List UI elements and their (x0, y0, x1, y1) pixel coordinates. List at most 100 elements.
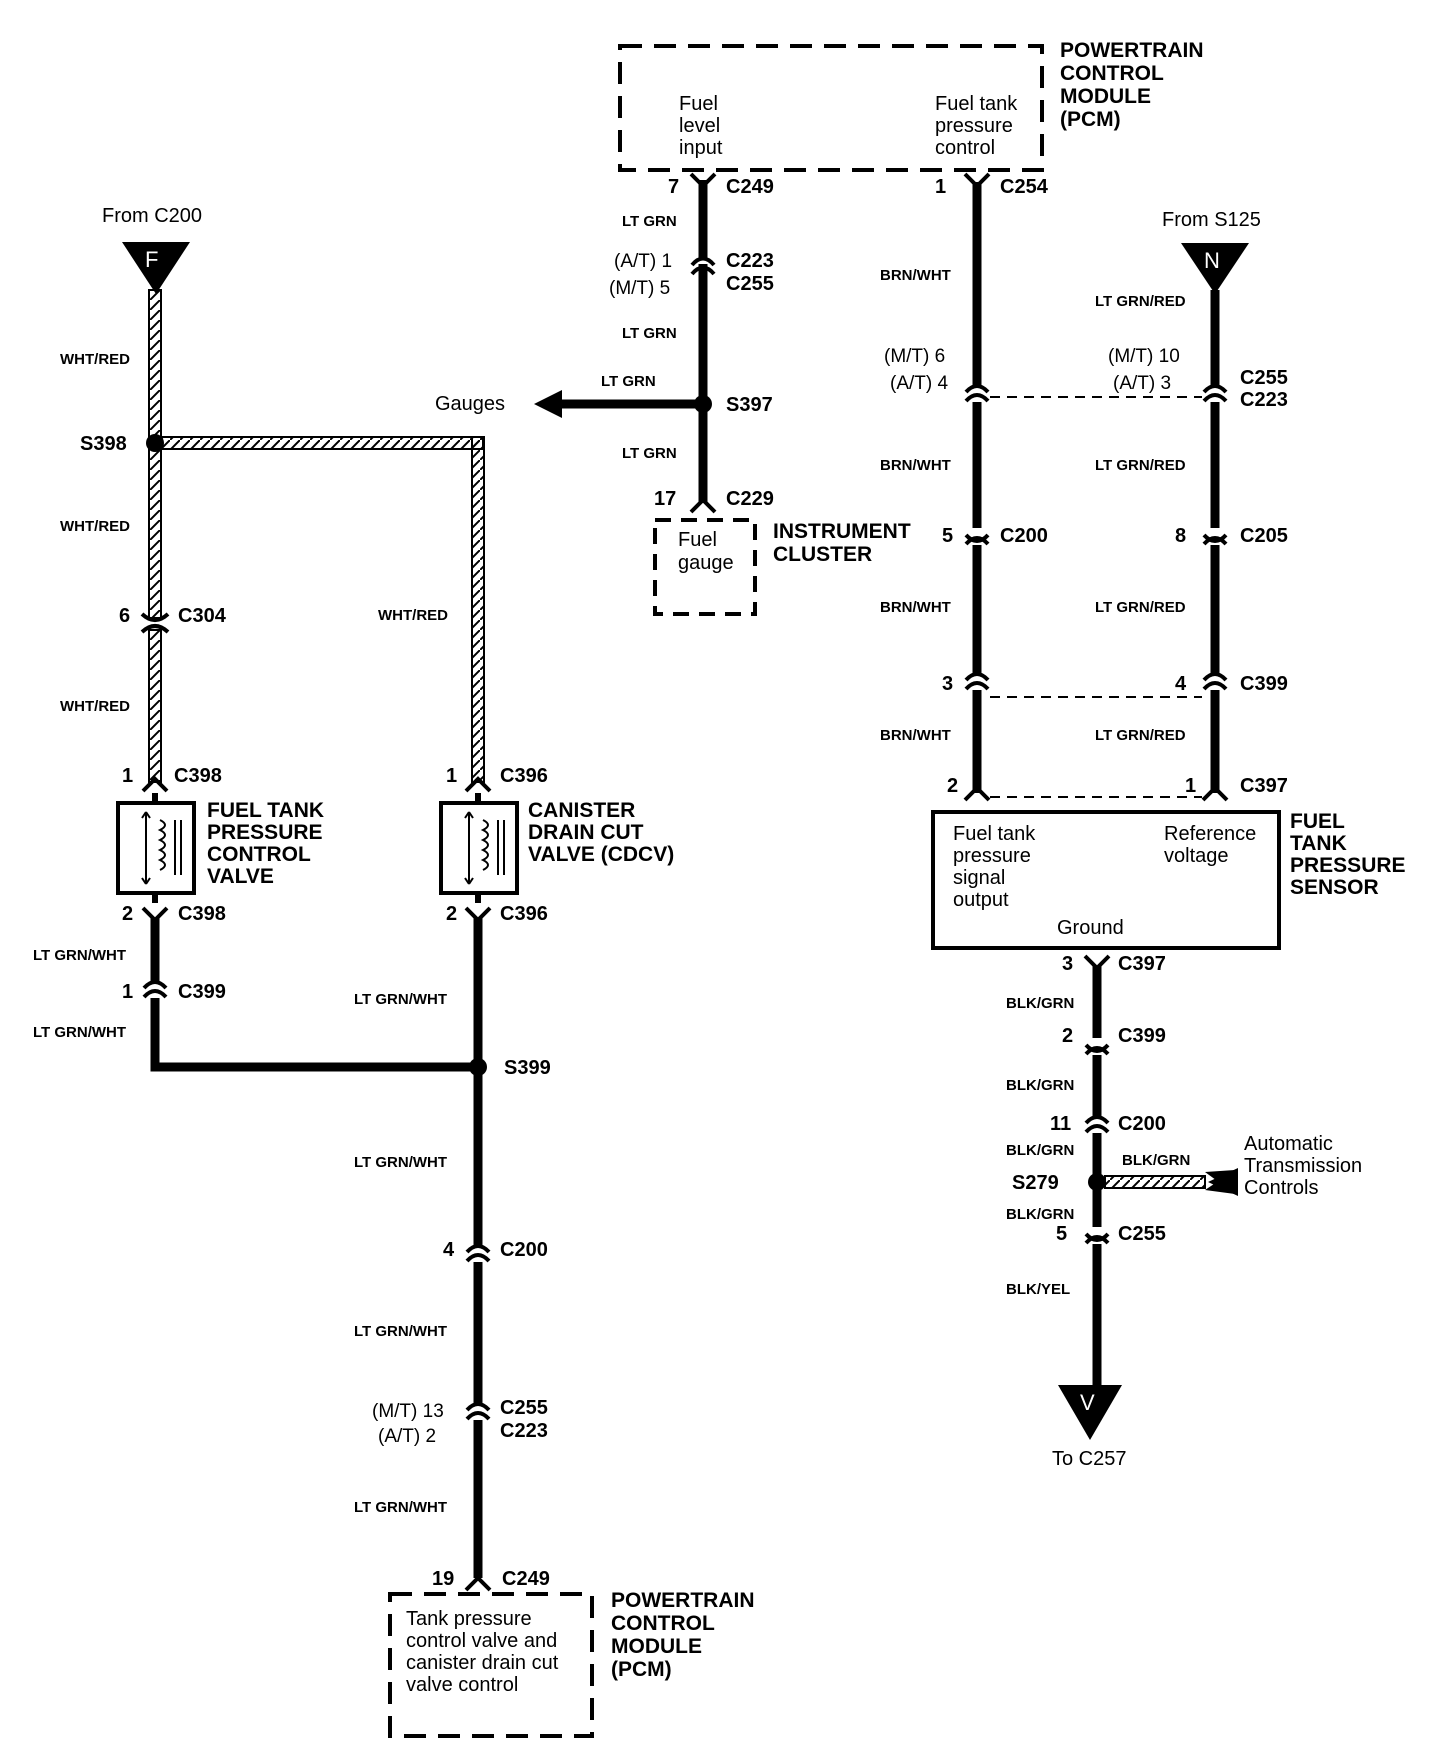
c255-bottom-label: C255 (1118, 1223, 1166, 1245)
wire-bg-1: BLK/GRN (1006, 995, 1074, 1012)
lt-grn-wht-wire-main (464, 906, 492, 1592)
pin-1-c399: 1 (122, 981, 133, 1003)
wire-lgw-6: LT GRN/WHT (354, 1499, 447, 1516)
marker-f-letter: F (145, 247, 158, 272)
fuel-gauge-label: Fuel gauge (678, 529, 734, 574)
wire-wht-red-2: WHT/RED (60, 518, 130, 535)
svg-text:FUEL TANK: FUEL TANK (207, 799, 324, 822)
wire-wht-red-4: WHT/RED (378, 607, 448, 624)
pin-3-c397: 3 (1062, 953, 1073, 975)
svg-text:gauge: gauge (678, 552, 734, 574)
svg-text:input: input (679, 137, 723, 159)
svg-text:Controls: Controls (1244, 1177, 1318, 1199)
wire-lt-grn-2: LT GRN (622, 325, 677, 342)
svg-text:control valve and: control valve and (406, 1630, 557, 1652)
pin-2-c396: 2 (446, 903, 457, 925)
pcm-bottom-box (388, 1592, 594, 1738)
marker-n-letter: N (1204, 248, 1220, 273)
c223-right-label: C223 (1240, 389, 1288, 411)
c398-a-label: C398 (174, 765, 222, 787)
sensor-box (931, 810, 1281, 950)
svg-text:VALVE: VALVE (207, 865, 274, 888)
instrument-cluster-title: INSTRUMENT CLUSTER (773, 520, 911, 566)
svg-text:PRESSURE: PRESSURE (207, 821, 323, 844)
wire-lgw-3: LT GRN/WHT (354, 991, 447, 1008)
svg-text:Tank pressure: Tank pressure (406, 1608, 532, 1630)
c205-label: C205 (1240, 525, 1288, 547)
svg-text:SENSOR: SENSOR (1290, 876, 1379, 899)
cdcv-solenoid (439, 793, 519, 903)
wire-bg-4: BLK/GRN (1006, 1206, 1074, 1223)
sensor-signal-output: Fuel tank pressure signal output (953, 823, 1036, 911)
marker-v-icon (1058, 1385, 1122, 1440)
ftpcv-title: FUEL TANK PRESSURE CONTROL VALVE (207, 799, 324, 888)
wht-red-wire-branch (154, 436, 492, 793)
pcm-top-title: POWERTRAIN CONTROL MODULE (PCM) (1060, 39, 1204, 131)
c396-b-label: C396 (500, 903, 548, 925)
svg-text:TANK: TANK (1290, 832, 1347, 855)
wire-lgr-3: LT GRN/RED (1095, 599, 1186, 616)
c399-left-label: C399 (178, 981, 226, 1003)
from-s125-label: From S125 (1162, 209, 1261, 231)
at-pin-3: (A/T) 3 (1113, 373, 1171, 394)
pcm-top-fuel-level-input: Fuel level input (679, 93, 723, 159)
sensor-reference-voltage: Reference voltage (1164, 823, 1256, 867)
wire-by: BLK/YEL (1006, 1281, 1070, 1298)
to-c257-label: To C257 (1052, 1448, 1127, 1470)
svg-text:MODULE: MODULE (1060, 85, 1151, 108)
pin-2-c399: 2 (1062, 1025, 1073, 1047)
wire-wht-red-1: WHT/RED (60, 351, 130, 368)
svg-text:INSTRUMENT: INSTRUMENT (773, 520, 911, 543)
mt-pin-13: (M/T) 13 (372, 1401, 444, 1422)
s398-label: S398 (80, 433, 127, 455)
wire-brn-wht-3: BRN/WHT (880, 599, 951, 616)
pin-2-c398: 2 (122, 903, 133, 925)
wire-brn-wht-4: BRN/WHT (880, 727, 951, 744)
pin-4-c399: 4 (1175, 673, 1187, 695)
c249-top-label: C249 (726, 176, 774, 198)
wire-lt-grn-gauges: LT GRN (601, 373, 656, 390)
svg-text:Fuel tank: Fuel tank (953, 823, 1036, 845)
svg-text:PRESSURE: PRESSURE (1290, 854, 1406, 877)
cdcv-title: CANISTER DRAIN CUT VALVE (CDCV) (528, 799, 674, 866)
c397-top-label: C397 (1240, 775, 1288, 797)
svg-text:Fuel: Fuel (678, 529, 717, 551)
marker-n-icon (1181, 243, 1249, 294)
c200-left-label: C200 (500, 1239, 548, 1261)
svg-text:CONTROL: CONTROL (207, 843, 311, 866)
c249-bottom-label: C249 (502, 1568, 550, 1590)
wire-lt-grn-1: LT GRN (622, 213, 677, 230)
at-pin-1: (A/T) 1 (614, 251, 672, 272)
s397-label: S397 (726, 394, 773, 416)
at-pin-2: (A/T) 2 (378, 1426, 436, 1447)
pin-11-c200: 11 (1050, 1113, 1071, 1135)
wire-lgr-2: LT GRN/RED (1095, 457, 1186, 474)
wire-bg-2: BLK/GRN (1006, 1077, 1074, 1094)
instrument-cluster-box (653, 518, 757, 616)
svg-text:Automatic: Automatic (1244, 1133, 1333, 1155)
gauges-arrow-icon (534, 390, 562, 418)
svg-text:MODULE: MODULE (611, 1635, 702, 1658)
lt-grn-wht-wire-left (141, 906, 478, 1072)
pin-8-c205: 8 (1175, 525, 1186, 547)
splice-s399 (469, 1058, 487, 1076)
brn-wht-wire (963, 172, 991, 802)
gauges-label: Gauges (435, 393, 505, 415)
sensor-ground: Ground (1057, 917, 1124, 939)
pin-5-c200: 5 (942, 525, 953, 547)
pin-17: 17 (654, 488, 676, 510)
wire-brn-wht-1: BRN/WHT (880, 267, 951, 284)
pin-1-c397: 1 (1185, 775, 1196, 797)
wire-bg-3: BLK/GRN (1006, 1142, 1074, 1159)
pin-19: 19 (432, 1568, 454, 1590)
c200-right-label: C200 (1000, 525, 1048, 547)
wire-lgw-5: LT GRN/WHT (354, 1323, 447, 1340)
atc-branch-wire (1104, 1168, 1238, 1196)
marker-f-icon (122, 242, 190, 294)
mt-pin-5: (M/T) 5 (609, 278, 670, 299)
c396-a-label: C396 (500, 765, 548, 787)
svg-text:CONTROL: CONTROL (1060, 62, 1164, 85)
pin-1-c254-label: 1 (935, 176, 946, 198)
svg-text:(PCM): (PCM) (611, 1658, 672, 1681)
